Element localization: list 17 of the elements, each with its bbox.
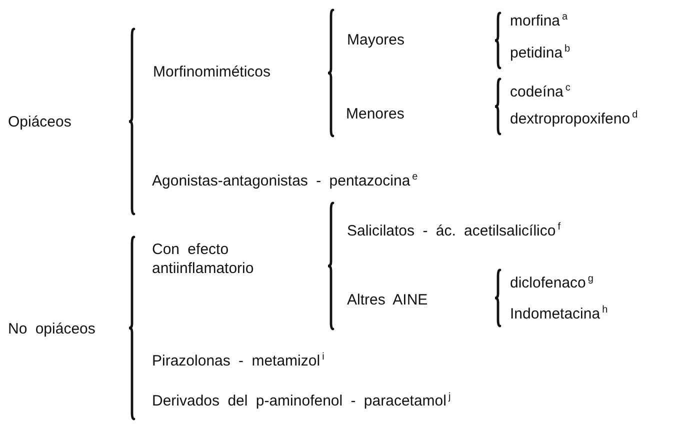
category-label: Morfinomiméticos [153, 62, 271, 82]
category-label: Derivados del p-aminofenol - paracetamol$^{j}$ [152, 390, 451, 410]
category-label: Salicilatos - ác. acetilsalicílico$^{f}$ [347, 220, 561, 240]
category-label: codeína$^{c}$ [510, 82, 570, 102]
category-label: Agonistas-antagonistas - pentazocina$^{e}$ [152, 170, 418, 190]
category-label: morfina$^{a}$ [510, 10, 568, 30]
category-label: No opiáceos [8, 320, 96, 338]
category-label: Altres AINE [347, 290, 428, 310]
category-label: petidina$^{b}$ [510, 42, 570, 62]
category-label: Con efecto antiinflamatorio [152, 240, 255, 278]
category-label: Indometacina$^{h}$ [510, 304, 608, 324]
category-label: Menores [346, 104, 404, 124]
category-label: Opiáceos [8, 112, 72, 132]
category-label: dextropropoxifeno$^{d}$ [510, 108, 638, 128]
category-label: Pirazolonas - metamizol$^{i}$ [152, 350, 324, 370]
category-label: diclofenaco$^{g}$ [510, 272, 594, 292]
category-label: Mayores [347, 30, 405, 50]
